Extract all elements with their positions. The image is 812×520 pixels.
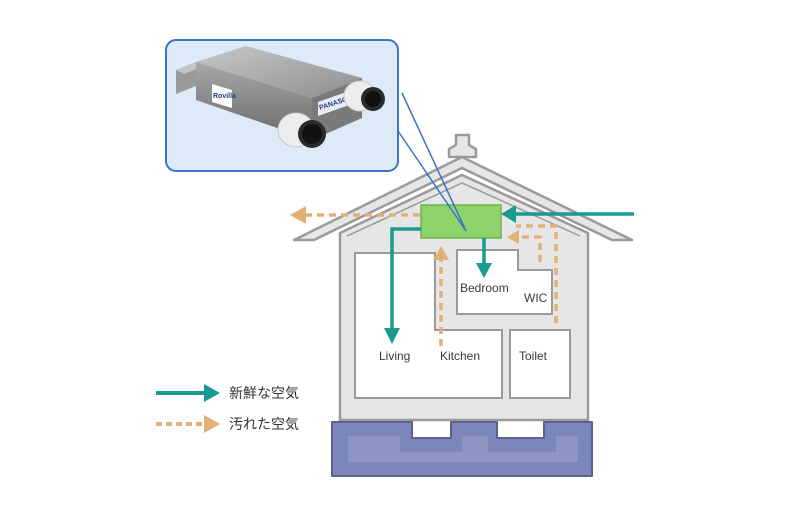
brand-left: Rovilla	[213, 93, 236, 100]
foundation-inner	[348, 436, 578, 462]
stale-wic-head	[507, 230, 519, 244]
roof	[292, 155, 634, 242]
legend-stale-label: 汚れた空気	[229, 417, 299, 433]
legend-fresh-arrow	[204, 384, 220, 402]
label-kitchen: Kitchen	[440, 349, 480, 363]
fresh-air-paths	[390, 212, 634, 330]
house	[292, 133, 634, 477]
room-toilet	[509, 329, 571, 399]
attic-line	[346, 182, 581, 237]
chimney	[447, 133, 478, 159]
fresh-intake-head	[501, 205, 516, 223]
fresh-living-line	[390, 227, 421, 330]
legend: 新鮮な空気 汚れた空気	[156, 384, 299, 433]
stale-air-heads	[290, 206, 519, 260]
product-photo-callout: Rovilla PANASONIC	[165, 39, 399, 172]
stale-exhaust-head	[290, 206, 306, 224]
label-wic: WIC	[524, 291, 548, 305]
label-bedroom: Bedroom	[460, 281, 509, 295]
fresh-living-head	[384, 328, 400, 344]
legend-fresh-air: 新鮮な空気	[156, 384, 299, 402]
stale-toilet-line	[516, 224, 558, 323]
legend-fresh-label: 新鮮な空気	[229, 386, 299, 402]
label-toilet: Toilet	[519, 349, 548, 363]
fresh-bedroom-head	[476, 263, 492, 278]
product-photo: Rovilla PANASONIC	[176, 46, 385, 148]
stale-air-paths	[306, 213, 558, 346]
stale-wic-line	[518, 235, 542, 262]
label-living: Living	[379, 349, 410, 363]
legend-stale-air: 汚れた空気	[156, 415, 299, 433]
fresh-air-heads	[384, 205, 516, 344]
legend-stale-arrow	[204, 415, 220, 433]
stale-kitchen-head	[433, 246, 449, 260]
callout-lines	[395, 92, 467, 232]
